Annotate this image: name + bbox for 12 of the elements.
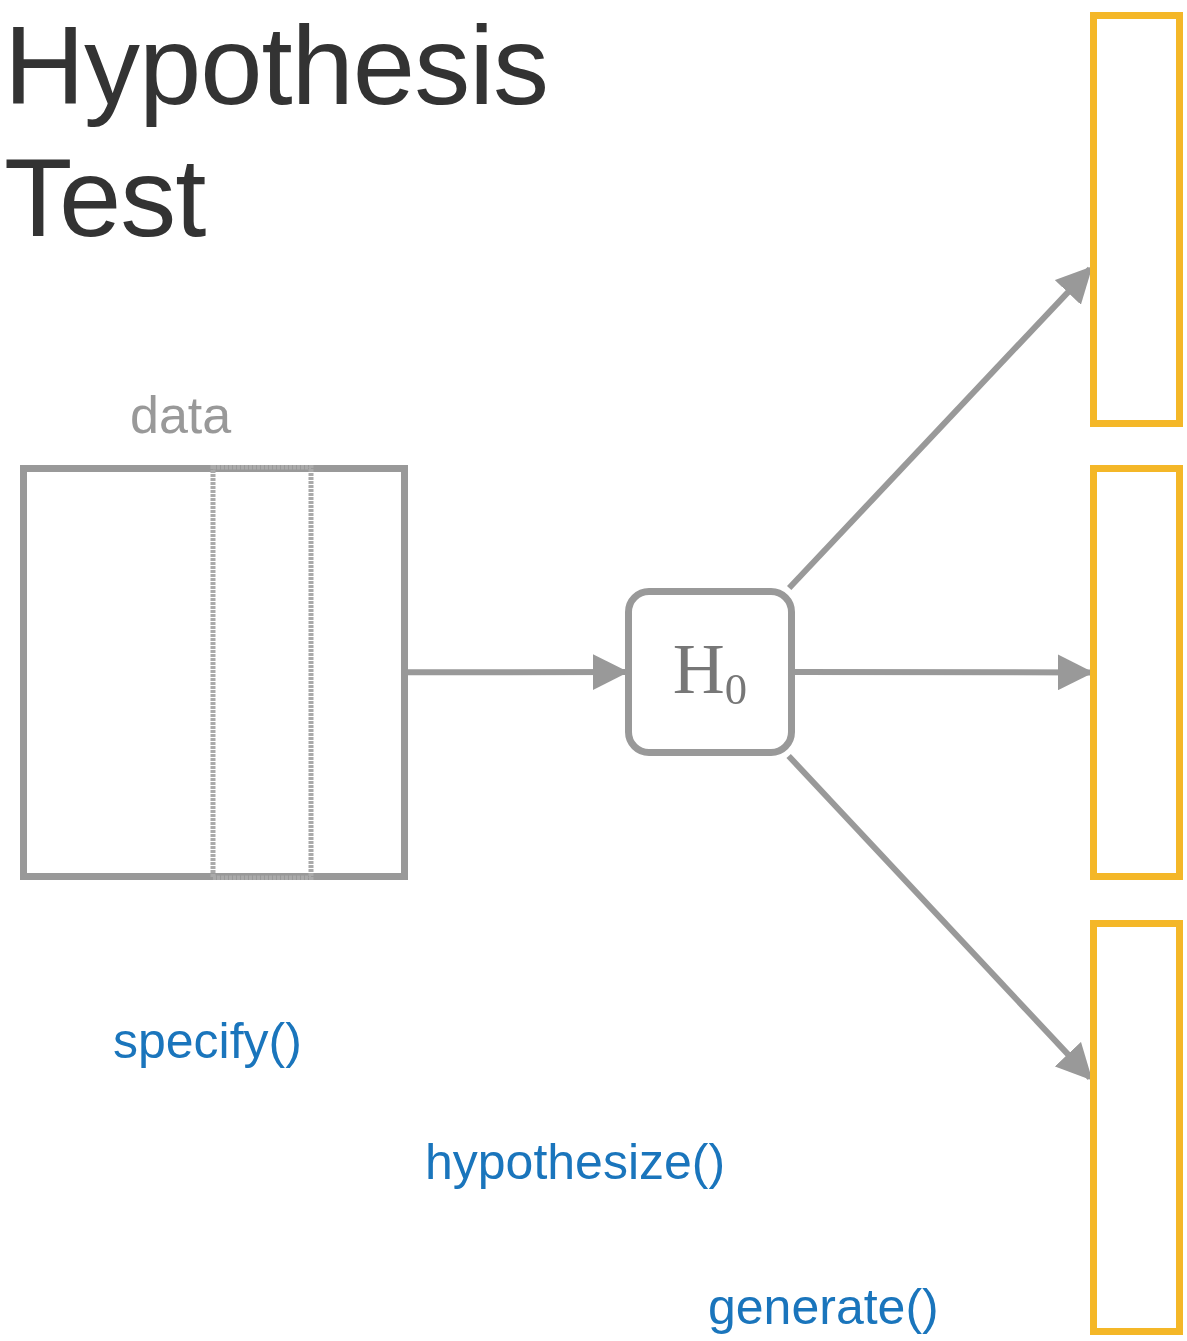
arrow (786, 753, 1093, 1081)
table-heading: data (130, 385, 232, 445)
function-name: hypothesize() (425, 1133, 726, 1191)
empty-box (1090, 12, 1183, 427)
empty-box (1090, 920, 1183, 1335)
function-name: specify() (113, 1012, 302, 1070)
function-name: generate() (708, 1278, 939, 1336)
null-hypothesis-symbol: H$_{0}$ (672, 628, 748, 716)
arrow (787, 266, 1093, 591)
empty-box (1090, 465, 1183, 880)
title: Hypothesis Test (4, 2, 550, 263)
hypothesis-box (625, 588, 795, 756)
